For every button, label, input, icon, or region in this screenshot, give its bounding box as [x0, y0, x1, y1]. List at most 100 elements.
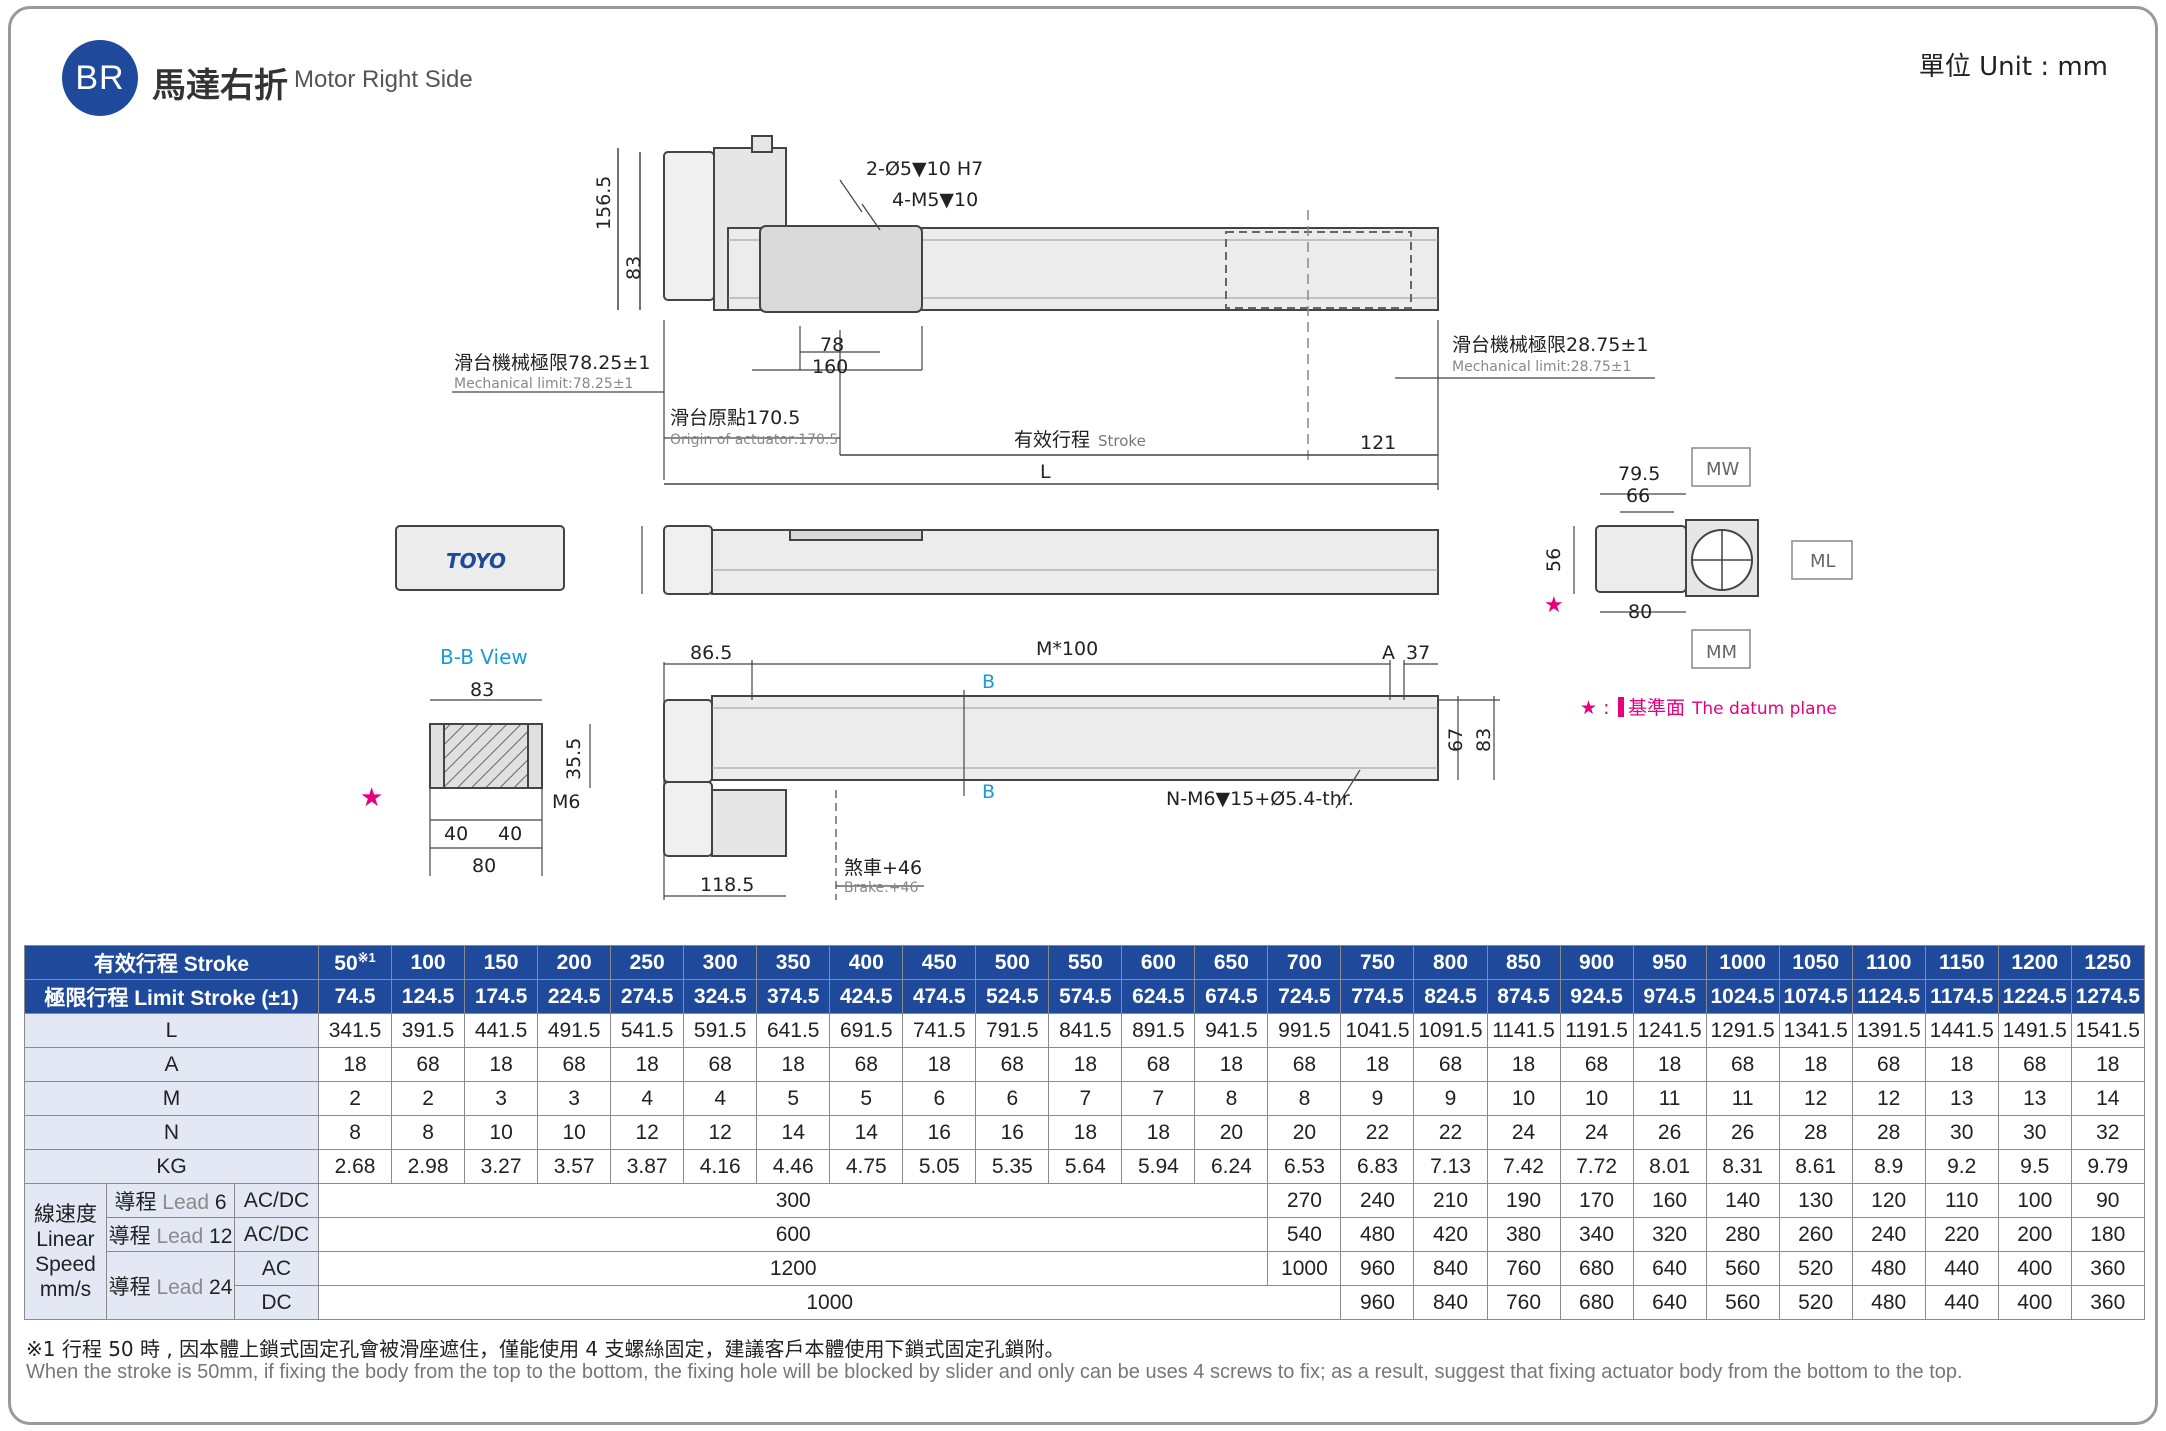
table-cell: 941.5 — [1194, 1013, 1269, 1048]
speed-cell: 760 — [1486, 1285, 1561, 1320]
lead-en: Lead — [156, 1224, 210, 1248]
table-cell: 12 — [1778, 1081, 1853, 1116]
speed-cell: 240 — [1851, 1217, 1926, 1252]
speed-cell: 960 — [1340, 1285, 1415, 1320]
limit-cell: 874.5 — [1486, 979, 1561, 1014]
speed-cell: 130 — [1778, 1183, 1853, 1218]
limit-cell: 1024.5 — [1705, 979, 1780, 1014]
limit-cell: 274.5 — [610, 979, 685, 1014]
table-cell: 32 — [2070, 1115, 2145, 1150]
speed-cell: 560 — [1705, 1251, 1780, 1286]
lead-zh: 導程 — [108, 1275, 157, 1299]
table-cell: 68 — [1121, 1047, 1196, 1082]
limit-cell: 574.5 — [1048, 979, 1123, 1014]
speed-cell: 190 — [1486, 1183, 1561, 1218]
limit-cell: 674.5 — [1194, 979, 1269, 1014]
table-cell: 28 — [1851, 1115, 1926, 1150]
speed-cell: 320 — [1632, 1217, 1707, 1252]
speed-cell: 200 — [1997, 1217, 2072, 1252]
table-cell: 7.42 — [1486, 1149, 1561, 1184]
table-cell: 341.5 — [318, 1013, 393, 1048]
dim-118-5: 118.5 — [700, 874, 754, 896]
table-cell: 5.64 — [1048, 1149, 1123, 1184]
limit-cell: 424.5 — [829, 979, 904, 1014]
table-cell: 28 — [1778, 1115, 1853, 1150]
table-cell: 14 — [829, 1115, 904, 1150]
stroke-cell: 1000 — [1705, 945, 1780, 980]
dim-L: L — [1040, 461, 1051, 483]
table-cell: 12 — [1851, 1081, 1926, 1116]
table-cell: 8.31 — [1705, 1149, 1780, 1184]
table-cell: 18 — [1121, 1115, 1196, 1150]
table-cell: 10 — [537, 1115, 612, 1150]
lead-value: 12 — [209, 1224, 233, 1248]
datum-zh: 基準面 — [1628, 697, 1685, 719]
table-cell: 1091.5 — [1413, 1013, 1488, 1048]
table-cell: 1291.5 — [1705, 1013, 1780, 1048]
table-cell: 18 — [610, 1047, 685, 1082]
table-cell: 18 — [1486, 1047, 1561, 1082]
stroke-first-mark: ※1 — [357, 949, 376, 965]
table-cell: 8 — [1267, 1081, 1342, 1116]
dim-80-side: 80 — [1628, 601, 1652, 623]
table-cell: 741.5 — [902, 1013, 977, 1048]
dim-a: A — [1382, 642, 1395, 664]
row-label: L — [23, 1013, 320, 1048]
model-badge: BR — [62, 40, 138, 116]
speed-cell: 360 — [2070, 1285, 2145, 1320]
speed-cell: 520 — [1778, 1251, 1853, 1286]
top-view — [452, 135, 1655, 490]
speed-cell: 960 — [1340, 1251, 1415, 1286]
speed-cell: 840 — [1413, 1285, 1488, 1320]
table-cell: 12 — [610, 1115, 685, 1150]
table-cell: 6.53 — [1267, 1149, 1342, 1184]
speed-cell: 120 — [1851, 1183, 1926, 1218]
stroke-cell: 850 — [1486, 945, 1561, 980]
table-cell: 1541.5 — [2070, 1013, 2145, 1048]
table-cell: 68 — [1267, 1047, 1342, 1082]
limit-cell: 974.5 — [1632, 979, 1707, 1014]
table-cell: 18 — [902, 1047, 977, 1082]
table-cell: 22 — [1413, 1115, 1488, 1150]
table-cell: 16 — [902, 1115, 977, 1150]
table-cell: 4.75 — [829, 1149, 904, 1184]
table-cell: 3.27 — [464, 1149, 539, 1184]
table-cell: 18 — [1194, 1047, 1269, 1082]
bb-dim-80: 80 — [472, 855, 496, 877]
bb-view — [429, 699, 591, 876]
table-cell: 18 — [2070, 1047, 2145, 1082]
table-cell: 12 — [683, 1115, 758, 1150]
table-cell: 4.46 — [756, 1149, 831, 1184]
stroke-cell: 1100 — [1851, 945, 1926, 980]
table-cell: 14 — [756, 1115, 831, 1150]
b-marker-bottom: B — [982, 781, 995, 803]
table-cell: 1241.5 — [1632, 1013, 1707, 1048]
stroke-cell: 350 — [756, 945, 831, 980]
lead-zh: 導程 — [108, 1224, 157, 1248]
table-cell: 13 — [1997, 1081, 2072, 1116]
limit-cell: 1074.5 — [1778, 979, 1853, 1014]
hole-4-label: 4-M5▼10 — [892, 189, 978, 211]
table-cell: 24 — [1559, 1115, 1634, 1150]
dim-m100: M*100 — [1036, 638, 1098, 660]
table-cell: 9.79 — [2070, 1149, 2145, 1184]
toyo-logo: TOYO — [446, 549, 506, 573]
limit-cell: 524.5 — [975, 979, 1050, 1014]
stroke-cell: 1250 — [2070, 945, 2145, 980]
dim-79-5: 79.5 — [1618, 463, 1660, 485]
dim-67: 67 — [1445, 728, 1467, 752]
mode-label: AC/DC — [233, 1217, 320, 1252]
stroke-cell: 750 — [1340, 945, 1415, 980]
limit-cell: 924.5 — [1559, 979, 1634, 1014]
table-cell: 14 — [2070, 1081, 2145, 1116]
speed-cell: 140 — [1705, 1183, 1780, 1218]
table-cell: 5 — [756, 1081, 831, 1116]
table-cell: 5.05 — [902, 1149, 977, 1184]
table-cell: 8 — [318, 1115, 393, 1150]
dim-78: 78 — [820, 334, 844, 356]
